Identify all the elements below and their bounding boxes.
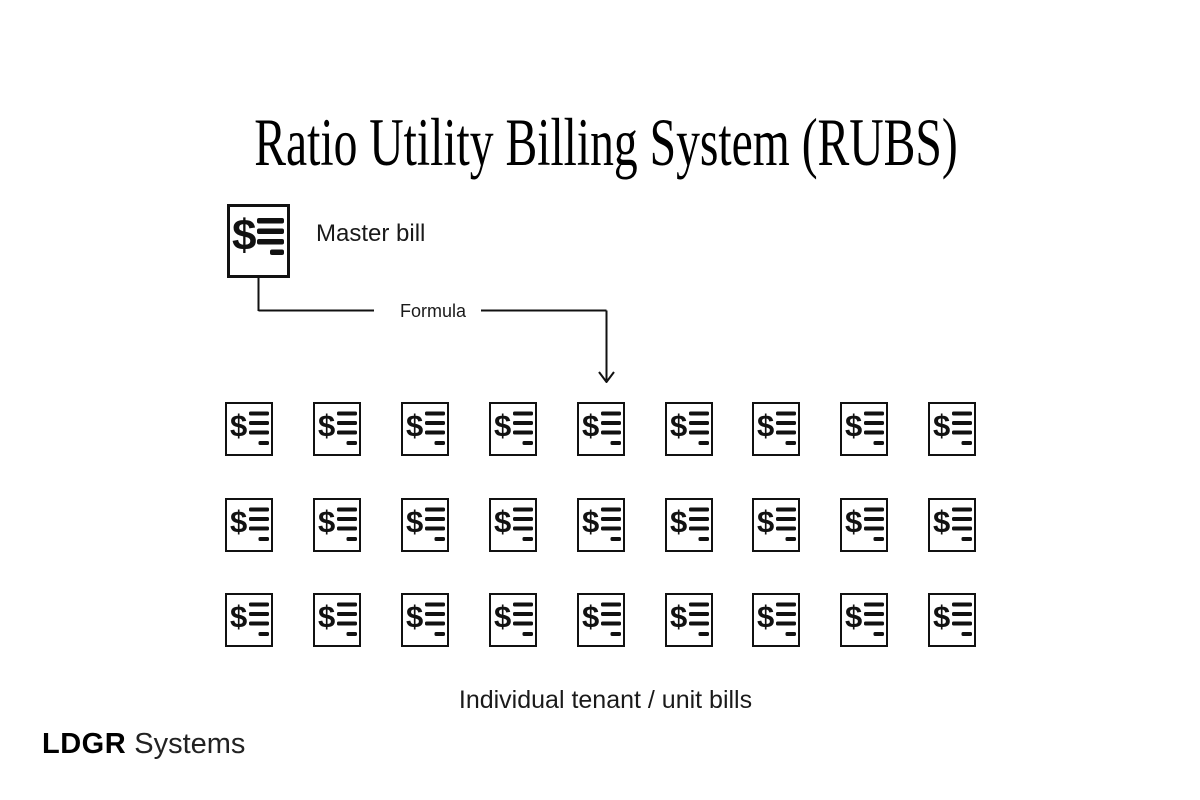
dollar-glyph: $ <box>582 504 599 539</box>
dollar-glyph: $ <box>582 408 599 443</box>
dollar-glyph: $ <box>582 599 599 634</box>
tenant-bill-icon: $ <box>576 593 625 647</box>
brand-logo: LDGR Systems <box>42 729 245 760</box>
tenant-bill-icon: $ <box>576 402 625 456</box>
formula-label: Formula <box>399 301 466 321</box>
tenant-bill-icon: $ <box>400 497 449 552</box>
tenant-bill-icon: $ <box>400 593 449 647</box>
dollar-glyph: $ <box>494 504 511 539</box>
dollar-glyph: $ <box>757 504 774 539</box>
tenant-bill-icon: $ <box>840 497 889 552</box>
dollar-glyph: $ <box>845 408 862 443</box>
tenant-bill-icon: $ <box>840 593 889 647</box>
brand-name-light: Systems <box>134 728 246 760</box>
dollar-glyph: $ <box>757 408 774 443</box>
tenant-bill-icon: $ <box>400 402 449 456</box>
dollar-glyph: $ <box>670 599 687 634</box>
dollar-glyph: $ <box>230 504 247 539</box>
tenant-bill-icon: $ <box>225 593 273 647</box>
tenant-bill-icon: $ <box>664 497 713 552</box>
dollar-glyph: $ <box>318 599 335 634</box>
tenant-bill-icon: $ <box>225 402 273 456</box>
dollar-glyph: $ <box>845 504 862 539</box>
tenant-bill-icon: $ <box>312 593 361 647</box>
tenant-bill-icon: $ <box>664 402 713 456</box>
dollar-glyph: $ <box>318 408 335 443</box>
dollar-glyph: $ <box>933 599 950 634</box>
tenant-bills-caption: Individual tenant / unit bills <box>458 686 753 714</box>
dollar-glyph: $ <box>230 599 247 634</box>
page-title: Ratio Utility Billing System (RUBS) <box>254 103 958 180</box>
tenant-bill-icon: $ <box>488 593 537 647</box>
formula-connector-arrow <box>257 277 615 383</box>
tenant-bill-icon: $ <box>752 593 801 647</box>
dollar-glyph: $ <box>757 599 774 634</box>
tenant-bill-icon: $ <box>664 593 713 647</box>
dollar-glyph: $ <box>230 408 247 443</box>
dollar-glyph: $ <box>494 599 511 634</box>
dollar-glyph: $ <box>933 504 950 539</box>
tenant-bill-icon: $ <box>225 497 273 552</box>
master-bill-icon: $ <box>227 204 290 278</box>
tenant-bill-icon: $ <box>752 497 801 552</box>
dollar-glyph: $ <box>318 504 335 539</box>
dollar-glyph: $ <box>670 504 687 539</box>
dollar-glyph: $ <box>406 504 423 539</box>
bills-grid: $ $ $ $ $ $ <box>225 402 977 648</box>
dollar-glyph: $ <box>933 408 950 443</box>
dollar-glyph: $ <box>845 599 862 634</box>
dollar-glyph: $ <box>232 211 256 260</box>
dollar-glyph: $ <box>406 599 423 634</box>
tenant-bill-icon: $ <box>312 402 361 456</box>
tenant-bill-icon: $ <box>928 593 977 647</box>
tenant-bill-icon: $ <box>576 497 625 552</box>
dollar-glyph: $ <box>494 408 511 443</box>
tenant-bill-icon: $ <box>752 402 801 456</box>
arrow-head-icon <box>598 371 615 383</box>
master-bill-label: Master bill <box>316 220 426 247</box>
tenant-bill-icon: $ <box>488 497 537 552</box>
tenant-bill-icon: $ <box>928 497 977 552</box>
tenant-bill-icon: $ <box>840 402 889 456</box>
tenant-bill-icon: $ <box>488 402 537 456</box>
dollar-glyph: $ <box>670 408 687 443</box>
brand-name-bold: LDGR <box>42 728 127 760</box>
dollar-glyph: $ <box>406 408 423 443</box>
tenant-bill-icon: $ <box>312 497 361 552</box>
tenant-bill-icon: $ <box>928 402 977 456</box>
